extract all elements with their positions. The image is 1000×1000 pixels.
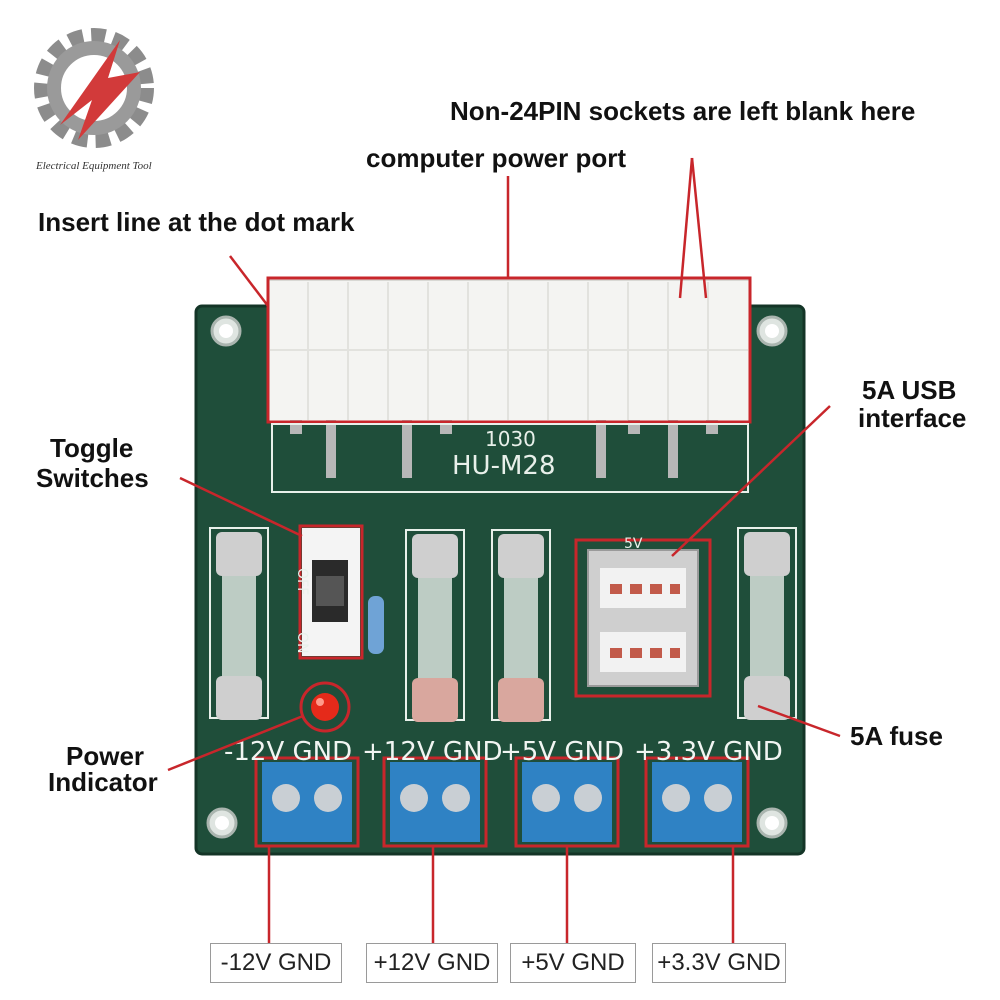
power-led [299, 681, 351, 733]
rail-label-3: +5V GND [500, 737, 624, 767]
mounting-holes [206, 315, 788, 839]
logo-name: Electrical Equipment Tool [36, 160, 152, 172]
callout-insert-line: Insert line at the dot mark [38, 207, 355, 237]
callout-power-2: Indicator [48, 767, 158, 797]
terminal-blocks [254, 756, 750, 848]
board-model-number: 1030 [485, 427, 536, 451]
usb-port [574, 538, 712, 698]
callout-non-24pin: Non-24PIN sockets are left blank here [450, 96, 916, 126]
callout-usb-2: interface [858, 403, 967, 433]
output-label-plus3v3: +3.3V GND [652, 943, 786, 983]
callout-toggle-2: Switches [36, 463, 149, 493]
callout-toggle-1: Toggle [50, 433, 134, 463]
rail-label-1: -12V GND [224, 737, 352, 767]
rail-label-2: +12V GND [362, 737, 503, 767]
board-model-name: HU-M28 [452, 451, 555, 481]
callout-lines [167, 157, 841, 943]
resistor [368, 596, 384, 654]
output-label-minus12v: -12V GND [210, 943, 342, 983]
switch-off-label: OFF [294, 568, 310, 595]
callout-power-port: computer power port [366, 143, 627, 173]
toggle-switch [298, 524, 364, 660]
callout-power-1: Power [66, 741, 145, 771]
callout-fuse: 5A fuse [850, 721, 943, 751]
rail-label-4: +3.3V GND [634, 737, 783, 767]
atx-connector [267, 279, 751, 478]
logo-gear-icon [34, 28, 154, 148]
output-label-plus5v: +5V GND [510, 943, 636, 983]
output-label-plus12v: +12V GND [366, 943, 498, 983]
fuses [209, 527, 797, 722]
switch-on-label: ON [294, 632, 310, 654]
usb-voltage-label: 5V [624, 536, 643, 552]
callout-usb-1: 5A USB [862, 375, 957, 405]
